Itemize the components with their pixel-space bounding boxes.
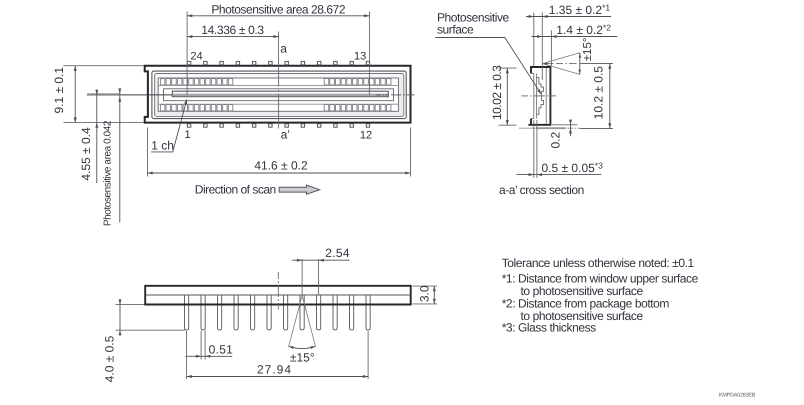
svg-text:*1: Distance from window upper: *1: Distance from window upper surface xyxy=(502,272,699,286)
svg-text:±15°: ±15° xyxy=(290,350,315,364)
svg-text:27.94: 27.94 xyxy=(257,363,292,377)
svg-text:a’: a’ xyxy=(281,127,290,141)
svg-text:4.0 ± 0.5: 4.0 ± 0.5 xyxy=(103,335,117,382)
svg-text:a-a’ cross section: a-a’ cross section xyxy=(499,183,584,197)
svg-text:*3: Glass thickness: *3: Glass thickness xyxy=(502,321,596,335)
svg-text:±15°: ±15° xyxy=(582,38,594,62)
svg-text:*2: Distance from package bott: *2: Distance from package bottom xyxy=(502,296,670,310)
svg-text:Photosensitive area 28.672: Photosensitive area 28.672 xyxy=(211,3,346,17)
svg-text:12: 12 xyxy=(360,129,372,141)
svg-text:1.4 ± 0.2*2: 1.4 ± 0.2*2 xyxy=(556,22,611,37)
svg-text:24: 24 xyxy=(190,51,202,63)
svg-text:surface: surface xyxy=(437,23,474,37)
svg-text:Photosensitive: Photosensitive xyxy=(437,10,510,24)
svg-text:9.1 ± 0.1: 9.1 ± 0.1 xyxy=(52,67,66,114)
svg-text:0.2: 0.2 xyxy=(549,132,563,149)
svg-text:10.2 ± 0.5: 10.2 ± 0.5 xyxy=(591,66,605,120)
svg-text:Tolerance unless otherwise not: Tolerance unless otherwise noted: ±0.1 xyxy=(502,256,695,270)
svg-text:1.35 ± 0.2*1: 1.35 ± 0.2*1 xyxy=(549,2,611,16)
svg-text:a: a xyxy=(280,41,287,55)
svg-text:13: 13 xyxy=(354,50,366,62)
svg-text:to photosensitive surface: to photosensitive surface xyxy=(521,284,644,298)
svg-text:Photosensitive area 0.042: Photosensitive area 0.042 xyxy=(102,120,113,226)
svg-text:2.54: 2.54 xyxy=(325,246,350,260)
svg-text:10.02 ± 0.3: 10.02 ± 0.3 xyxy=(490,65,504,120)
svg-text:1: 1 xyxy=(185,129,191,141)
svg-text:0.5 ± 0.05*3: 0.5 ± 0.05*3 xyxy=(542,161,604,176)
svg-text:14.336 ± 0.3: 14.336 ± 0.3 xyxy=(201,23,264,37)
svg-text:4.55 ± 0.4: 4.55 ± 0.4 xyxy=(79,127,93,181)
svg-text:0.51: 0.51 xyxy=(209,342,234,356)
svg-text:41.6 ± 0.2: 41.6 ± 0.2 xyxy=(254,159,308,173)
svg-text:to photosensitive surface: to photosensitive surface xyxy=(521,309,644,323)
svg-text:3.0: 3.0 xyxy=(418,285,432,302)
svg-text:KMPDA0283EB: KMPDA0283EB xyxy=(719,393,756,399)
svg-text:Direction of scan: Direction of scan xyxy=(195,182,276,196)
svg-text:1 ch: 1 ch xyxy=(151,138,174,152)
